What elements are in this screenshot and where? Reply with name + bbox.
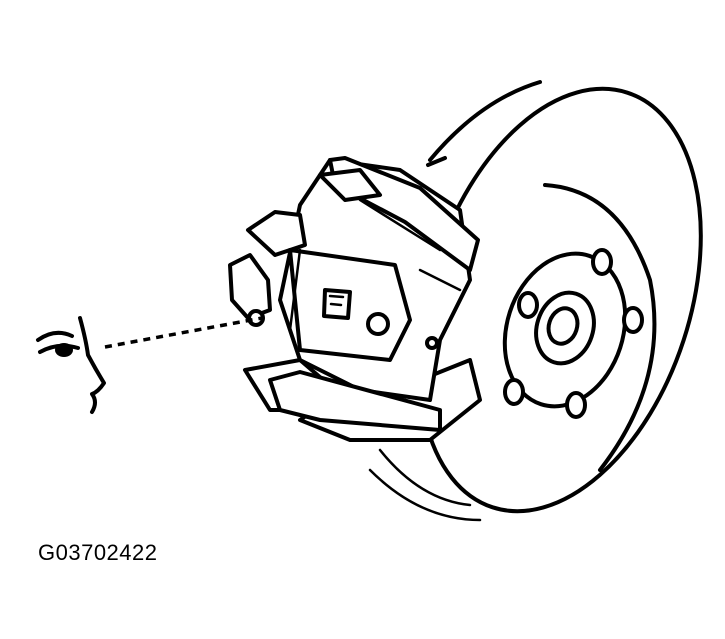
wheel-hub bbox=[502, 251, 628, 409]
figure-code-label: G03702422 bbox=[38, 540, 158, 565]
eye-icon bbox=[36, 316, 106, 414]
line-of-sight bbox=[104, 316, 263, 349]
brake-caliper bbox=[228, 156, 482, 442]
wheel-studs bbox=[503, 248, 644, 419]
